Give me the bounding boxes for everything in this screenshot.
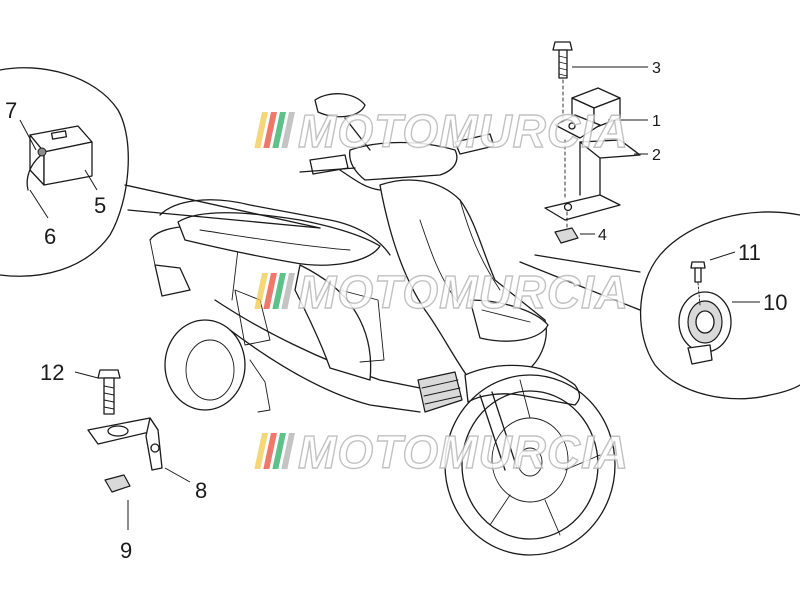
watermark-text: MOTOMURCIA bbox=[298, 426, 629, 478]
battery-detail-circle bbox=[0, 67, 321, 277]
callout-11: 11 bbox=[738, 240, 761, 265]
watermark-stripes bbox=[254, 273, 295, 309]
callout-2: 2 bbox=[652, 147, 661, 164]
relay-assembly bbox=[544, 41, 641, 244]
callout-7: 7 bbox=[5, 98, 17, 123]
callout-numbers: 3 1 2 4 11 10 7 6 5 12 8 9 bbox=[5, 60, 787, 563]
relay-1 bbox=[554, 87, 621, 139]
callout-3: 3 bbox=[652, 60, 661, 77]
bracket-2 bbox=[544, 139, 641, 229]
nut-4 bbox=[554, 227, 579, 244]
watermark-text: MOTOMURCIA bbox=[298, 105, 629, 157]
watermark-stripes bbox=[254, 112, 295, 148]
bracket-assembly-bottom bbox=[87, 369, 163, 493]
watermark-stripes bbox=[254, 433, 295, 469]
watermark-text: MOTOMURCIA bbox=[298, 266, 629, 318]
horn-detail-circle bbox=[519, 211, 800, 400]
watermark-middle: MOTOMURCIA bbox=[254, 265, 629, 319]
callout-9: 9 bbox=[120, 538, 132, 563]
bolt-3 bbox=[552, 41, 573, 119]
watermark-top: MOTOMURCIA bbox=[254, 104, 629, 158]
bracket-8 bbox=[87, 417, 163, 471]
callout-4: 4 bbox=[598, 227, 607, 244]
callout-8: 8 bbox=[195, 478, 207, 503]
callout-12: 12 bbox=[40, 360, 64, 385]
callout-1: 1 bbox=[652, 113, 661, 130]
callout-5: 5 bbox=[94, 193, 106, 218]
battery bbox=[26, 125, 93, 191]
horn bbox=[678, 291, 732, 365]
callout-10: 10 bbox=[763, 290, 787, 315]
watermark-bottom: MOTOMURCIA bbox=[254, 425, 629, 479]
bolt-12 bbox=[97, 369, 121, 415]
battery-terminal-icon bbox=[37, 147, 47, 157]
leader-lines bbox=[19, 66, 760, 530]
callout-6: 6 bbox=[44, 224, 56, 249]
nut-9 bbox=[104, 474, 131, 493]
bolt-11 bbox=[690, 261, 706, 306]
scooter-illustration bbox=[149, 93, 616, 556]
